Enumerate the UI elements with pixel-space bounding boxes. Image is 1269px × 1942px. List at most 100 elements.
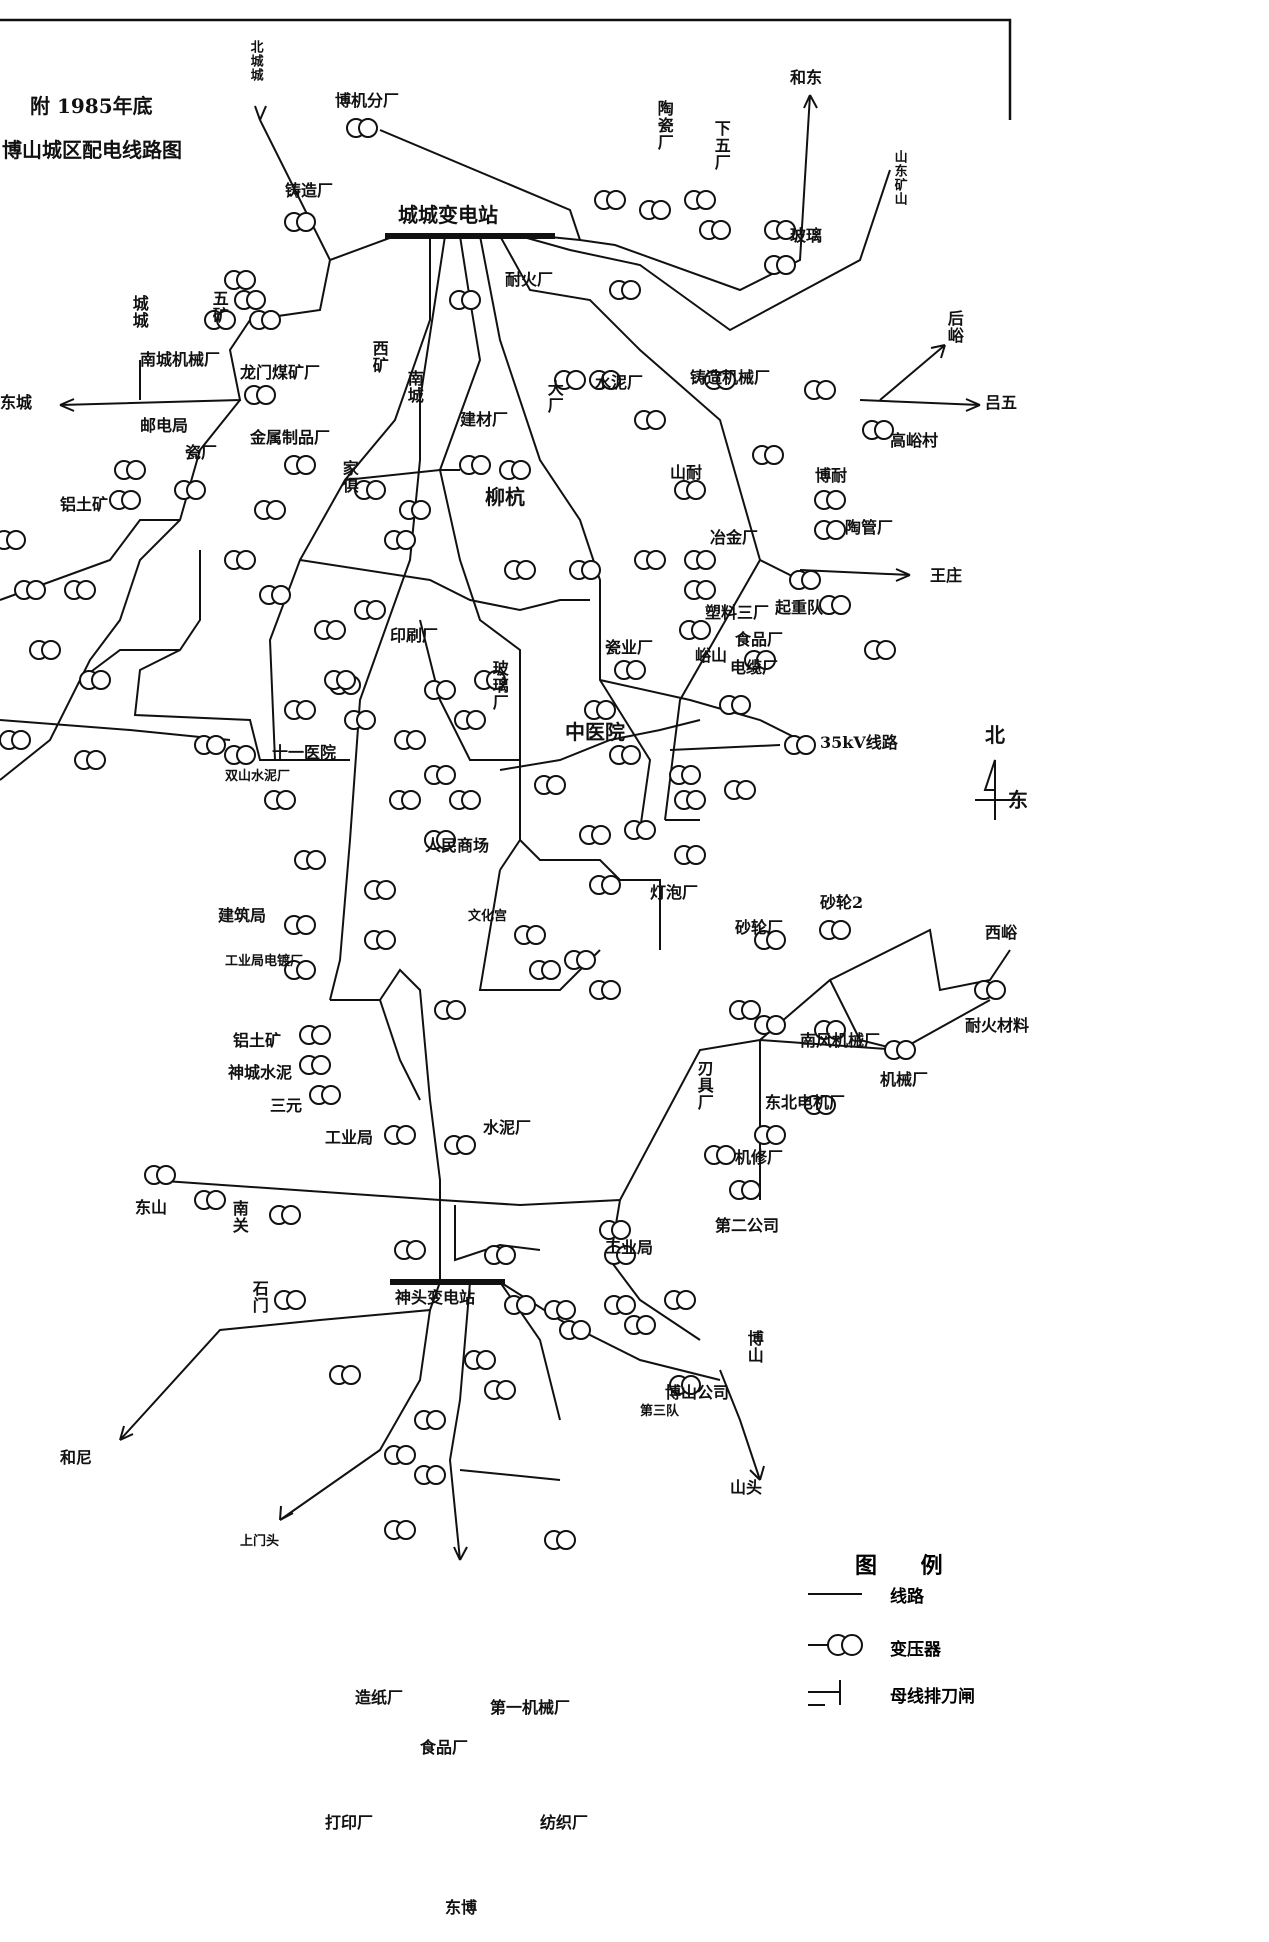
transformer-symbol [311,1025,331,1045]
transformer-symbol [646,410,666,430]
label-42: 建筑局 [218,906,267,925]
legend-xfmr-circle-b [841,1634,863,1656]
transformer-symbol [456,1135,476,1155]
network-drawing [0,18,1015,1706]
transformer-symbol [286,1290,306,1310]
transformer-symbol [576,950,596,970]
transformer-symbol [756,650,776,670]
transformer-symbol [764,445,784,465]
transformer-symbol [741,1000,761,1020]
transformer-symbol [676,1290,696,1310]
label-61: 打印厂 [325,1813,374,1832]
trunk-east-2 [829,928,1011,992]
label-55: 砂轮2 [820,893,864,912]
transformer-symbol [496,1380,516,1400]
label-13: 邮电局 [140,416,189,435]
arrow-w [59,398,75,412]
transformer-symbol [236,270,256,290]
transformer-symbol [876,640,896,660]
mesh-6 [519,839,661,950]
legend-line-label: 线路 [890,1587,924,1607]
transformer-symbol [611,1220,631,1240]
label-10: 龙门煤矿厂 [240,363,321,382]
south-radial-2 [279,1309,431,1521]
label-52: 第二公司 [715,1216,780,1235]
dir-he-dong: 和东 [790,68,823,87]
feeder-3 [438,235,521,760]
transformer-symbol [566,370,586,390]
transformer-symbol [776,220,796,240]
arrow-e3 [799,568,911,582]
compass-east: 东 [1008,788,1028,812]
transformer-symbol [321,1085,341,1105]
compass-north: 北 [985,723,1005,747]
dir-cheng-cheng: 城城 [129,295,149,329]
mesh-1 [299,559,590,612]
label-19: 家俱 [339,460,359,494]
transformer-symbol [571,1320,591,1340]
dir-dong-bo: 东博 [445,1898,478,1917]
label-04: 玻璃 [790,226,823,245]
south-radial-7 [459,1469,561,1481]
label-17: 水泥厂 [595,373,644,392]
label-70: 博山 [744,1330,764,1364]
transformer-symbol [556,1530,576,1550]
legend-switch-sample [808,1680,841,1706]
transformer-symbol [446,1000,466,1020]
label-62: 食品厂 [420,1738,469,1757]
transformer-symbol [646,550,666,570]
label-51: 东北电机厂 [765,1093,846,1112]
label-01: 博机分厂 [335,91,400,110]
transformer-symbol [601,370,621,390]
legend-transformer-label: 变压器 [890,1640,941,1660]
label-69: 工业局 [605,1238,654,1257]
transformer-symbol [896,1040,916,1060]
legend: 图 例 线路 变压器 母线排刀闸 [805,1548,1020,1738]
transformer-symbol [471,455,491,475]
label-47: 工业局 [325,1128,374,1147]
transformer-symbol [326,620,346,640]
transformer-symbol [716,1145,736,1165]
arrow-s2 [453,1546,468,1561]
transformer-symbol [86,750,106,770]
north-station-label: 城城变电站 [398,203,498,227]
transformer-symbol [366,600,386,620]
label-66: 东山 [135,1198,168,1217]
title-line-2: 博山城区配电线路图 [2,138,182,162]
transformer-symbol [426,1465,446,1485]
transformer-symbol [236,745,256,765]
transformer-symbol [376,930,396,950]
transformer-symbol [436,765,456,785]
label-64: 第一机械厂 [490,1698,571,1717]
label-53: 砂轮厂 [735,918,784,937]
transformer-symbol [296,455,316,475]
transformer-symbol [436,680,456,700]
transformer-symbol [216,310,236,330]
feeder-10 [259,119,331,261]
transformer-symbol [826,1020,846,1040]
transformer-symbol [336,670,356,690]
label-44: 铝土矿 [233,1031,282,1050]
label-29: 食品厂 [735,630,784,649]
transformer-symbol [356,710,376,730]
transformer-symbol [476,1350,496,1370]
dir-dong-cheng: 东城 [0,393,33,412]
dir-shang-men-tou: 上门头 [240,1534,280,1549]
label-02: 铸造厂 [285,181,334,200]
transformer-symbol [26,580,46,600]
transformer-layer [0,118,1006,1550]
transformer-symbol [526,925,546,945]
transformer-symbol [711,220,731,240]
transformer-symbol [831,920,851,940]
transformer-symbol [76,580,96,600]
transformer-symbol [581,560,601,580]
label-23: 建材厂 [460,410,509,429]
west-2 [0,519,180,601]
transformer-symbol [156,1165,176,1185]
mesh-4 [599,679,801,741]
transformer-symbol [296,960,316,980]
arrow-sw [119,1425,134,1441]
label-26: 陶管厂 [845,518,894,537]
transformer-symbol [281,1205,301,1225]
arrow-ne [803,94,818,109]
